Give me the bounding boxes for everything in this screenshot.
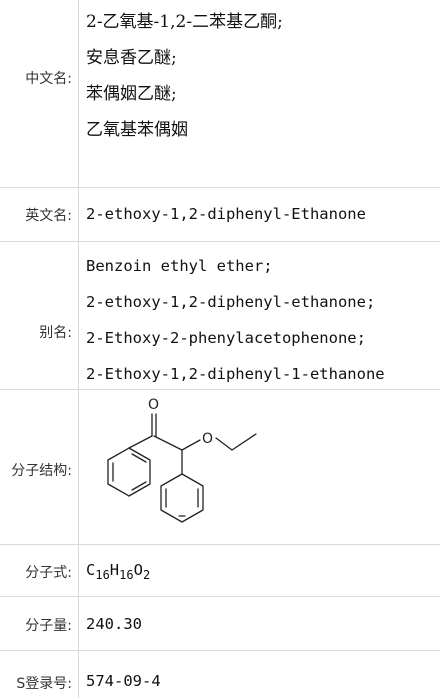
cas-number-label: S登录号: <box>16 676 72 692</box>
carbonyl-oxygen-label: O <box>148 398 159 413</box>
chinese-name-3: 苯偶姻乙醚; <box>86 84 177 104</box>
row-formula: 分子式: C16H16O2 <box>0 545 440 597</box>
molecular-weight-value: 240.30 <box>86 615 142 633</box>
alias-label: 别名: <box>39 325 72 341</box>
chinese-name-label: 中文名: <box>25 71 72 87</box>
alias-1: Benzoin ethyl ether; <box>86 257 273 275</box>
english-name-value: 2-ethoxy-1,2-diphenyl-Ethanone <box>86 205 366 223</box>
alias-4: 2-Ethoxy-1,2-diphenyl-1-ethanone <box>86 365 385 383</box>
column-divider <box>78 0 79 698</box>
row-structure: 分子结构: <box>0 390 440 545</box>
alias-values: Benzoin ethyl ether; 2-ethoxy-1,2-diphen… <box>86 248 385 392</box>
alias-3: 2-Ethoxy-2-phenylacetophenone; <box>86 329 366 347</box>
chinese-name-2: 安息香乙醚; <box>86 48 177 68</box>
structure-label: 分子结构: <box>11 463 72 479</box>
alias-2: 2-ethoxy-1,2-diphenyl-ethanone; <box>86 293 376 311</box>
molecular-structure-diagram: O O <box>107 398 257 523</box>
row-cas-number: S登录号: 574-09-4 <box>0 651 440 698</box>
lower-benzene-ring <box>160 473 204 523</box>
cas-number-value: 574-09-4 <box>86 672 161 690</box>
chinese-name-4: 乙氧基苯偶姻 <box>86 120 188 140</box>
formula-label: 分子式: <box>25 565 72 581</box>
molecular-weight-label: 分子量: <box>25 618 72 634</box>
formula-h-count: 16 <box>119 568 134 582</box>
ether-oxygen-label: O <box>202 431 213 447</box>
formula-o: O <box>133 561 143 579</box>
row-english-name: 英文名: 2-ethoxy-1,2-diphenyl-Ethanone <box>0 188 440 242</box>
row-chinese-name: 中文名: 2-乙氧基-1,2-二苯基乙酮; 安息香乙醚; 苯偶姻乙醚; 乙氧基苯… <box>0 0 440 188</box>
row-molecular-weight: 分子量: 240.30 <box>0 597 440 651</box>
left-benzene-ring <box>107 447 151 497</box>
formula-o-count: 2 <box>142 568 151 582</box>
formula-c: C <box>86 561 96 579</box>
formula-value: C16H16O2 <box>86 552 150 588</box>
row-alias: 别名: Benzoin ethyl ether; 2-ethoxy-1,2-di… <box>0 242 440 390</box>
formula-c-count: 16 <box>95 568 110 582</box>
formula-h: H <box>109 561 120 579</box>
chinese-name-1: 2-乙氧基-1,2-二苯基乙酮; <box>86 12 283 32</box>
chinese-name-values: 2-乙氧基-1,2-二苯基乙酮; 安息香乙醚; 苯偶姻乙醚; 乙氧基苯偶姻 <box>86 4 283 148</box>
english-name-label: 英文名: <box>25 208 72 224</box>
